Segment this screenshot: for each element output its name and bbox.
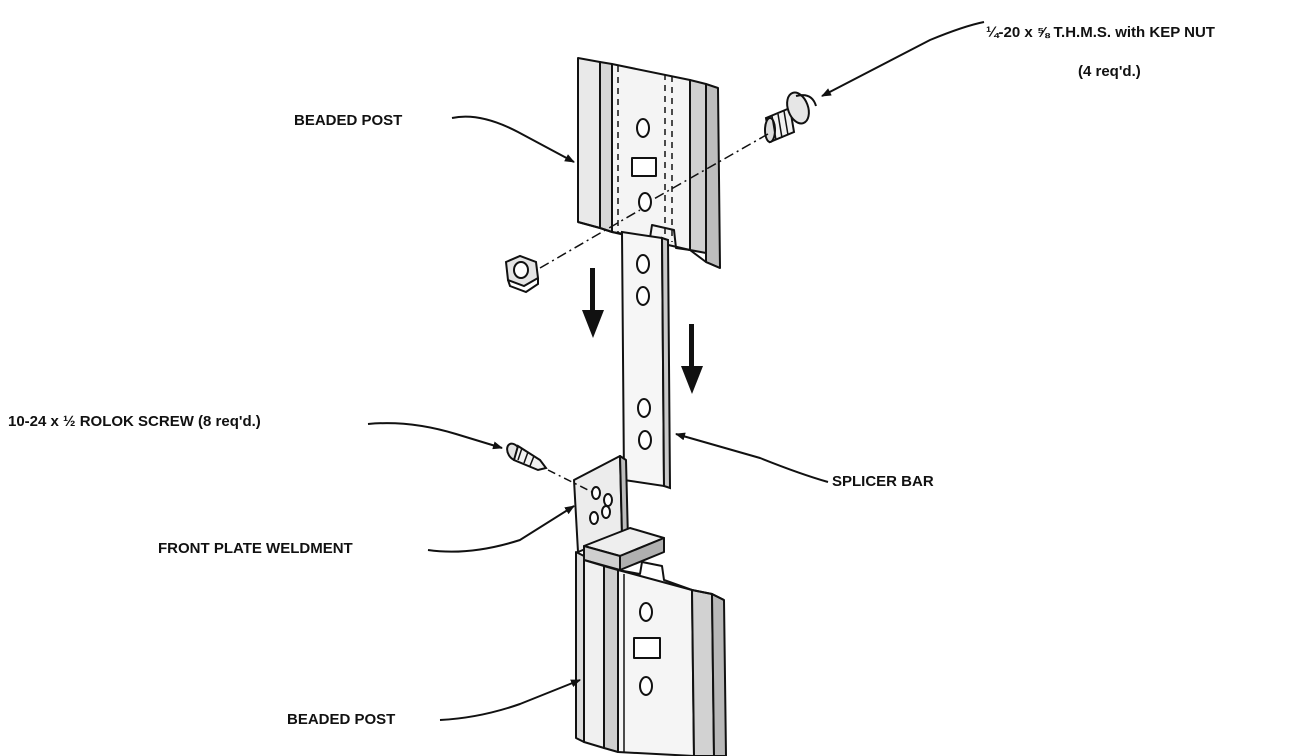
bottom-post-hole-upper (639, 602, 653, 622)
top-post-left-flange (577, 57, 601, 229)
bottom-post-left-flange (575, 551, 585, 743)
rolok-centerline (547, 469, 593, 493)
beaded-post-top-label: BEADED POST (294, 112, 403, 129)
bottom-post-right-flange (691, 589, 715, 756)
leader-front-plate (427, 505, 575, 553)
rolok-screw-label: 10-24 x ½ ROLOK SCREW (8 req'd.) (8, 413, 261, 430)
top-post-right-bead (705, 83, 721, 269)
leader-bottom-post (439, 679, 581, 721)
top-post-slot (631, 157, 657, 177)
top-post-face (599, 61, 613, 233)
beaded-post-bottom-label: BEADED POST (287, 711, 396, 728)
bottom-post-hole-lower (639, 676, 653, 696)
bottom-post-right-bead (711, 593, 727, 756)
thms-quantity-label: (4 req'd.) (1078, 63, 1141, 80)
thms-screw-label: ¼-20 x ⅝ T.H.M.S. with KEP NUT (986, 24, 1215, 41)
top-beaded-post (577, 57, 721, 269)
front-plate-weldment (573, 455, 665, 571)
top-post-hole-upper (636, 118, 650, 138)
down-arrow-icon (582, 268, 604, 338)
leader-splicer (675, 432, 829, 483)
down-arrow-icon (681, 324, 703, 394)
bottom-beaded-post (575, 551, 727, 756)
front-plate-weldment-label: FRONT PLATE WELDMENT (158, 540, 353, 557)
leader-top-post (451, 115, 575, 163)
leader-thms (821, 21, 985, 97)
rolok-screw (506, 442, 548, 472)
kep-nut (504, 254, 540, 294)
thms-centerline (651, 133, 769, 201)
top-post-bottom-edge (577, 221, 721, 269)
top-post-right-flange (689, 79, 707, 254)
splicer-bar-label: SPLICER BAR (832, 473, 934, 490)
splicer-bar (620, 230, 672, 490)
bottom-post-web (617, 569, 695, 756)
top-post-hole-lower (638, 192, 652, 212)
leader-rolok (367, 422, 503, 450)
bottom-post-slot (633, 637, 661, 659)
thms-screw (764, 91, 817, 144)
